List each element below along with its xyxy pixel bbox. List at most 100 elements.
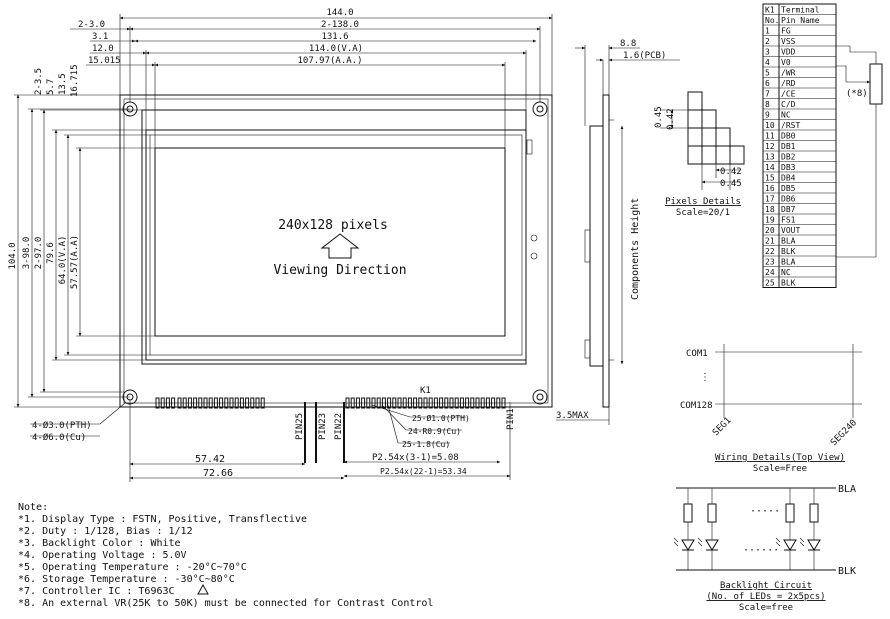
pin-pad [361,397,366,409]
pin-pad [392,397,397,409]
pin-pad [345,397,350,409]
pixel-resolution-label: 240x128 pixels [278,218,388,233]
pin-pad [171,397,176,409]
pin-pad [491,397,496,409]
vertical-ellipsis: ⋮ [700,372,710,383]
resistor [809,503,819,523]
dim-2-97: 2-97.0 [34,237,44,270]
dim-3-98: 3-98.0 [22,237,32,270]
pin-pad [501,397,506,409]
led-branch [775,488,797,570]
bla-label: BLA [838,484,856,495]
top-dimensions: 144.0 2-3.0 2-138.0 3.1 131.6 12.0 114.0… [70,8,553,148]
pin-name-cell: DB5 [781,184,796,193]
pixel-dim: 0.42 [666,108,676,130]
pin-number-cell: 7 [765,90,770,99]
note-line: *7. Controller IC : T6963C [18,586,175,597]
pin-number-cell: 16 [765,184,775,193]
components-height-label: Components Height [630,198,641,300]
pixel-dim: 0.45 [654,106,664,128]
pin-pitch-3: P2.54x(3-1)=5.08 [372,453,459,463]
table-header-cell: Terminal [781,6,820,15]
pin-pad [224,397,229,409]
note-line: *1. Display Type : FSTN, Positive, Trans… [18,514,307,525]
pin-pad [177,397,182,409]
pin-pad [245,397,250,409]
pin-pad [402,397,407,409]
pin-number-cell: 21 [765,237,775,246]
pin-pad [381,397,386,409]
pin-number-cell: 24 [765,268,775,277]
pixel-details-title: Pixels Details [665,197,741,207]
pin-pad [187,397,192,409]
side-tab [526,139,533,155]
com-top-label: COM1 [686,349,708,359]
pin-number-cell: 3 [765,48,770,57]
mounting-hole [532,101,548,117]
dim-3-5-max: 3.5MAX [556,411,589,421]
com-bottom-label: COM128 [680,401,713,411]
pin-pad [208,397,213,409]
side-tab [530,252,538,260]
dim-5-7: 5.7 [46,79,56,95]
pin-pad-dim: 24-R0.9(Cu) [408,427,461,436]
dim-2-138: 2-138.0 [321,20,359,30]
pin-name-cell: BLA [781,237,796,246]
resistor [785,503,795,523]
seg-left-label: SEG1 [711,416,733,438]
dim-144: 144.0 [326,8,353,18]
pin-name-cell: DB3 [781,163,796,172]
note-line: *6. Storage Temperature : -30°C~80°C [18,574,235,585]
pin-pad [355,397,360,409]
lcd-glass-side [589,125,604,367]
hole-callout: 4-Ø3.0(PTH) 4-Ø6.0(Cu) [30,402,126,443]
pin1-label: PIN1 [506,408,516,430]
pin-name-cell: BLA [781,258,796,267]
dim-pcb-thickness: 1.6(PCB) [623,51,666,61]
led-icon [705,539,719,551]
pin-pad [418,397,423,409]
k1-label: K1 [420,386,431,396]
viewing-arrow-icon [320,233,360,259]
dim-2-3-5: 2-3.5 [34,68,44,95]
dim-3-1: 3.1 [92,32,108,42]
pin-name-cell: NC [781,111,791,120]
pin-cu-dim: 25-1.8(Cu) [402,440,450,449]
pin-pad [485,397,490,409]
pin-name-cell: FS1 [781,216,796,225]
pin23-label: PIN23 [318,413,328,440]
pin-pad [350,397,355,409]
pixel-details-scale: Scale=20/1 [676,208,730,218]
side-view: 8.8 1.6(PCB) Components Height 3.5MAX [556,39,680,425]
front-view: 240x128 pixels Viewing Direction [119,94,553,409]
dim-57-42: 57.42 [195,454,225,465]
pixel-dim: 0.45 [720,179,742,189]
dim-64-va: 64.0(V.A) [58,236,68,285]
pin-pad [459,397,464,409]
table-header-cell: No. [765,16,779,25]
pin-pad [449,397,454,409]
pin-pad [239,397,244,409]
pixel-dim: 0.42 [720,167,742,177]
pixel-details: 0.45 0.42 0.42 0.45 Pixels Details Scale… [654,91,745,218]
backlight-title: Backlight Circuit [720,581,812,591]
note-line: *2. Duty : 1/128, Bias : 1/12 [18,526,193,537]
pin-pad [439,397,444,409]
dim-114-va: 114.0(V.A) [309,44,363,54]
pin-pad [260,397,265,409]
pin-pad [496,397,501,409]
pin-name-cell: DB7 [781,205,796,214]
pin-pad [376,397,381,409]
pcb-outline [119,94,553,408]
pin-pad [397,397,402,409]
table-header-cell: K1 [765,6,775,15]
seg-right-label: SEG240 [829,418,859,448]
left-dimensions: 104.0 3-98.0 2-97.0 79.6 64.0(V.A) 57.57… [8,64,155,408]
pin-name-cell: FG [781,27,791,36]
dim-57-57-aa: 57.57(A.A) [70,235,80,289]
pin-name-cell: VDD [781,48,796,57]
pin-pad [213,397,218,409]
backlight-subtitle: (No. of LEDs = 2x5pcs) [706,592,825,602]
wiring-details: COM1 COM128 ⋮ SEG1 SEG240 Wiring Details… [680,344,862,474]
pin-name-cell: /CE [781,90,796,99]
